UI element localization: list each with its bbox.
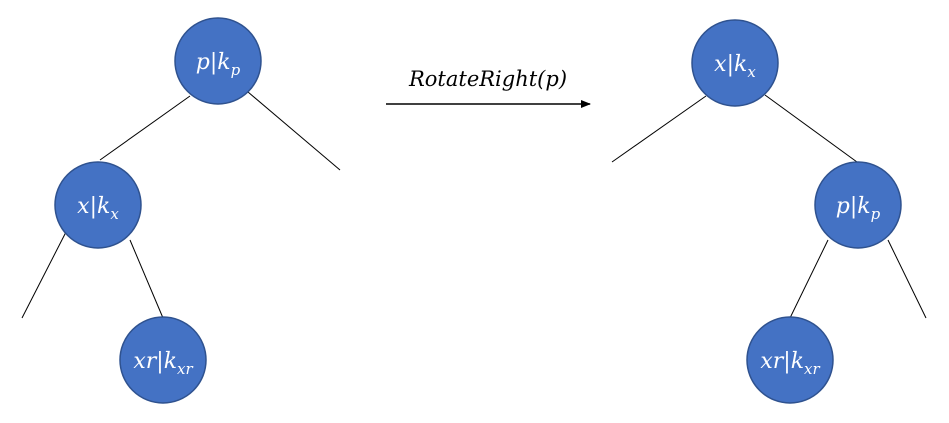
node-label: p|kp — [196, 50, 241, 79]
operation-label: RotateRight(p) — [408, 67, 567, 91]
node-label: xr|kxr — [760, 349, 820, 378]
node-name: p — [836, 194, 850, 219]
node-label: x|kx — [714, 52, 756, 81]
edge-x-to-p — [764, 94, 858, 163]
node-x: x|kx — [54, 161, 142, 249]
node-label: xr|kxr — [133, 349, 193, 378]
node-key: k — [164, 349, 177, 374]
node-key: k — [857, 194, 870, 219]
node-label: p|kp — [836, 194, 881, 223]
edge-p-to-empty-right — [887, 239, 927, 319]
node-circle — [814, 161, 902, 249]
after-tree: x|kx p|kp xr|kxr — [611, 19, 927, 404]
node-xr: xr|kxr — [119, 316, 207, 404]
node-key: k — [734, 52, 747, 77]
node-circle — [54, 161, 142, 249]
node-circle — [746, 316, 834, 404]
edge-x-to-empty-left — [611, 95, 707, 163]
edge-x-to-xr — [129, 239, 164, 319]
node-name: p — [196, 50, 210, 75]
node-name: x — [714, 52, 727, 77]
rotate-right-operation: RotateRight(p) — [386, 67, 591, 108]
node-name: xr — [133, 349, 157, 374]
node-circle — [691, 19, 779, 107]
edge-p-to-xr — [789, 239, 829, 319]
before-tree: p|kp x|kx xr|kxr — [21, 17, 341, 404]
edge-p-to-x — [99, 95, 191, 161]
node-key-subscript: xr — [177, 360, 193, 378]
edge-p-to-empty-right — [247, 91, 341, 171]
node-key-subscript: p — [871, 205, 881, 223]
node-key-subscript: x — [110, 205, 119, 223]
node-key: k — [97, 194, 110, 219]
node-key-subscript: p — [231, 61, 241, 79]
node-key-subscript: xr — [804, 360, 820, 378]
node-p: p|kp — [174, 17, 262, 105]
node-name: x — [77, 194, 90, 219]
node-circle — [119, 316, 207, 404]
node-circle — [174, 17, 262, 105]
node-label: x|kx — [77, 194, 119, 223]
node-p: p|kp — [814, 161, 902, 249]
node-xr: xr|kxr — [746, 316, 834, 404]
node-name: xr — [760, 349, 784, 374]
edge-x-to-empty-left — [21, 231, 67, 319]
node-key-subscript: x — [747, 63, 756, 81]
node-key: k — [217, 50, 230, 75]
node-x: x|kx — [691, 19, 779, 107]
node-key: k — [791, 349, 804, 374]
